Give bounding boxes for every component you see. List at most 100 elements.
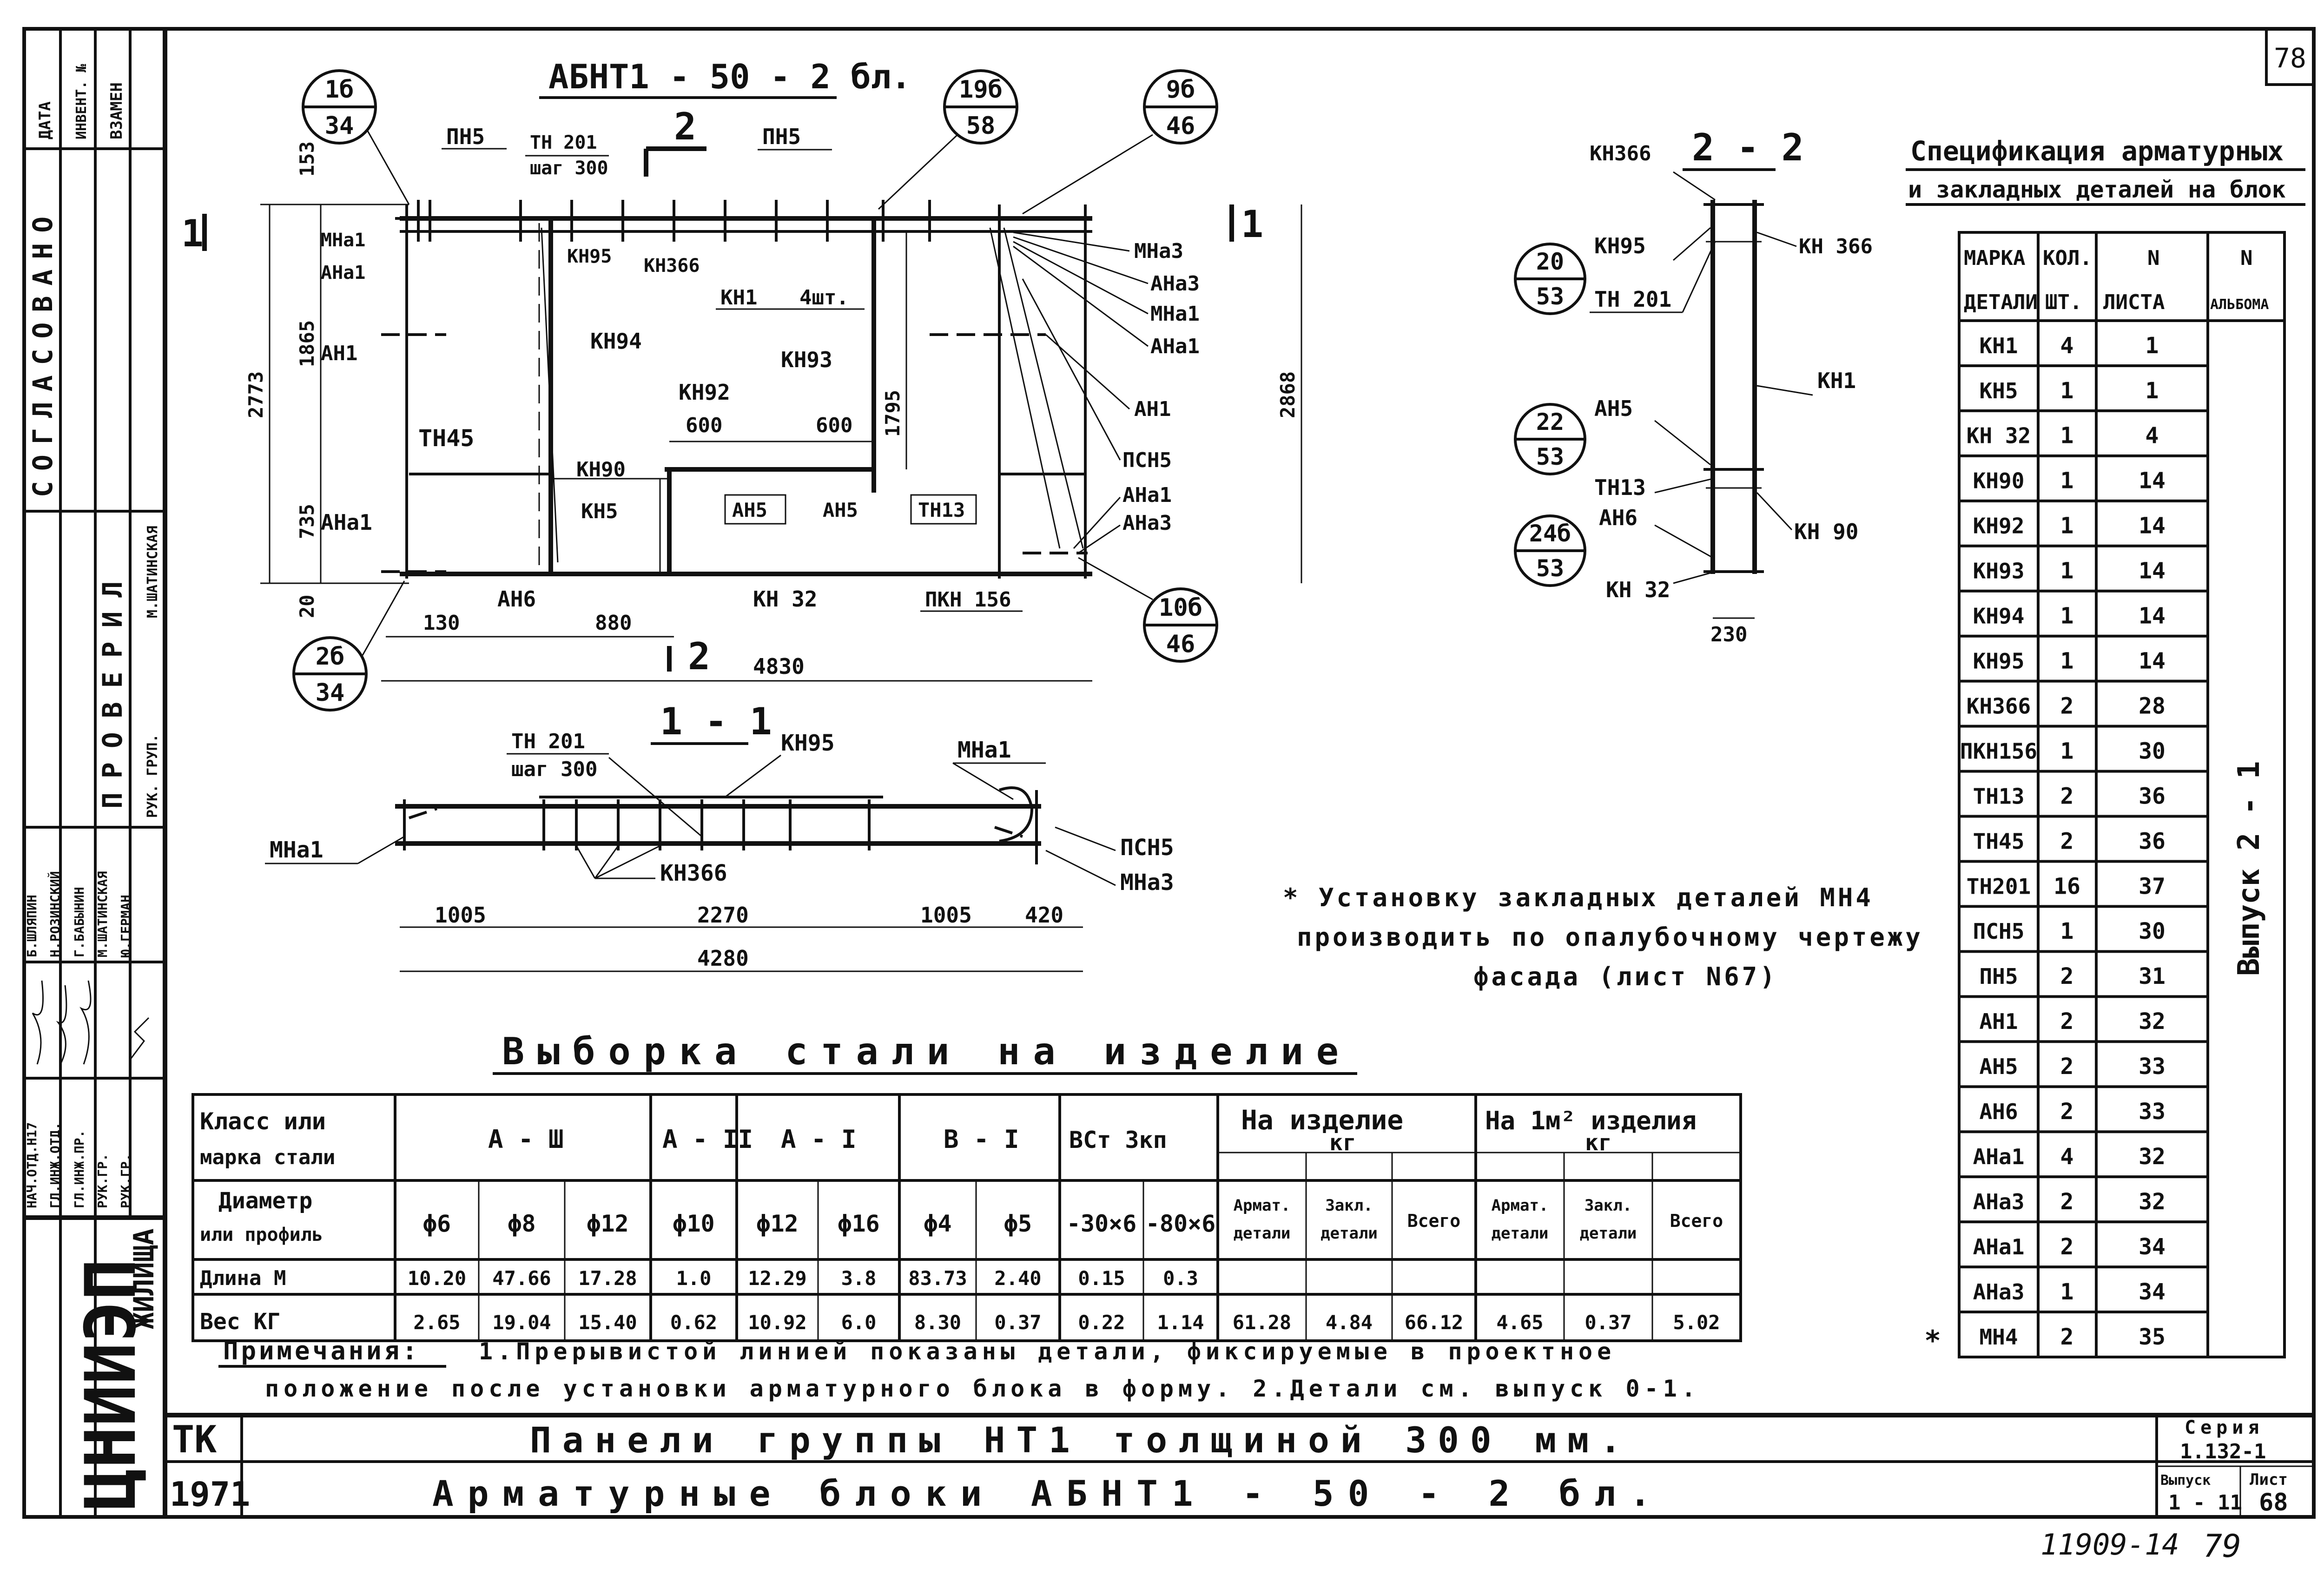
steel-sub-header: детали (1234, 1224, 1291, 1243)
lbl: ТН 201 (511, 730, 585, 753)
spec-cell-qty: 2 (2060, 693, 2074, 719)
spec-table: Спецификация арматурных и закладных дета… (1906, 135, 2305, 1358)
dim: 20 (296, 594, 318, 618)
lbl: ПСН5 (1120, 835, 1174, 861)
spec-cell-sheet: 30 (2139, 918, 2166, 944)
spec-cell-mark: КН1 (1979, 333, 2018, 358)
sheet-frame (22, 27, 2316, 1519)
svg-text:производить по опалубочному че: производить по опалубочному чертежу (1297, 923, 1923, 952)
svg-text:19б: 19б (959, 76, 1003, 104)
strip-soglasovano: СОГЛАСОВАНО (27, 206, 59, 497)
lbl: ТН13 (918, 499, 965, 521)
org-logo: ЦНИИЭП (71, 1259, 152, 1510)
steel-diam-cell: ϕ12 (756, 1210, 798, 1237)
lbl: МНа1 (321, 230, 365, 251)
svg-text:1.132-1: 1.132-1 (2180, 1440, 2266, 1463)
spec-cell-mark: ТН201 (1967, 874, 2031, 899)
lbl: шаг 300 (511, 758, 597, 781)
lbl: ТН 201 (530, 132, 597, 153)
spec-cell-sheet: 34 (2139, 1234, 2166, 1260)
spec-cell-mark: КН366 (1967, 693, 2031, 718)
section-2-2: 2 - 2 КН366 КН95 КН 366 ТН 201 КН1 АН5 Т… (1514, 126, 1873, 646)
lbl: ПСН5 (1122, 448, 1172, 472)
title-block: ТК 1971 Панели группы НТ1 толщиной 300 м… (165, 1413, 2314, 1517)
svg-text:положение после установки арма: положение после установки арматурного бл… (265, 1375, 1700, 1402)
lbl: МНа1 (270, 837, 324, 863)
dim: 1005 (920, 903, 972, 928)
section-1-1: 1 - 1 ТН 201 шаг 300 КН95 МНа1 МНа1 КН36… (265, 700, 1174, 972)
install-note: * Установку закладных деталей МН4 произв… (1283, 883, 1923, 991)
spec-cell-qty: 1 (2060, 558, 2074, 584)
signature-mark (129, 1017, 150, 1060)
spec-cell-qty: 2 (2060, 1234, 2074, 1260)
steel-wt-cell: 10.92 (748, 1311, 806, 1334)
spec-cell-qty: 1 (2060, 648, 2074, 674)
spec-cell-mark: ПН5 (1979, 964, 2018, 989)
steel-len-cell: 2.40 (994, 1267, 1041, 1290)
strip-name: Н.РОЗИНСКИЙ (47, 871, 63, 957)
lbl: КН93 (781, 347, 832, 372)
lbl: АН1 (321, 342, 357, 365)
svg-text:ШТ.: ШТ. (2045, 290, 2082, 314)
steel-len-cell: 0.15 (1078, 1267, 1125, 1290)
svg-text:А - II: А - II (662, 1125, 753, 1154)
steel-len-cell: 12.29 (748, 1267, 806, 1290)
lbl: ПКН 156 (925, 588, 1011, 612)
org-suffix: ЖИЛИЩА (128, 1228, 160, 1329)
dim: 1865 (296, 320, 318, 367)
signature-mark (79, 980, 92, 1065)
lbl: КН366 (1590, 142, 1651, 165)
steel-diam-cell: ϕ12 (587, 1210, 628, 1237)
svg-text:Диаметр: Диаметр (218, 1188, 312, 1214)
title-tk: ТК (172, 1418, 217, 1461)
spec-cell-qty: 2 (2060, 1324, 2074, 1350)
callout: 1б 34 (302, 69, 410, 205)
svg-text:* Установку закладных деталей: * Установку закладных деталей МН4 (1283, 883, 1874, 912)
cut-mark-bottom: 2 (688, 635, 710, 678)
lbl: АН1 (1134, 397, 1171, 421)
signature-mark (32, 980, 44, 1065)
lbl: АНа3 (1122, 511, 1172, 535)
spec-cell-sheet: 1 (2146, 333, 2159, 359)
svg-text:53: 53 (1536, 555, 1564, 582)
svg-text:кг: кг (1329, 1130, 1356, 1156)
steel-sub-header: Закл. (1325, 1196, 1373, 1215)
handwritten-page: 79 (2203, 1528, 2241, 1565)
strip-provereno: ПРОВЕРИЛ (97, 567, 128, 809)
steel-wt-cell: 15.40 (578, 1311, 637, 1334)
lbl: АНа1 (321, 510, 372, 535)
svg-text:Лист: Лист (2250, 1470, 2288, 1489)
svg-text:20: 20 (1536, 248, 1564, 275)
lbl: АНа3 (1150, 272, 1200, 296)
svg-text:Класс или: Класс или (200, 1108, 326, 1135)
lbl: КН92 (679, 380, 730, 405)
callout: 20 53 (1514, 243, 1586, 315)
lbl: ТН45 (418, 425, 474, 452)
spec-cell-mark: АНа1 (1973, 1144, 2025, 1169)
lbl: КН5 (581, 500, 618, 523)
main-drawing: АБНТ1 - 50 - 2 бл. (181, 57, 1302, 712)
svg-text:На 1м² изделия: На 1м² изделия (1485, 1106, 1697, 1135)
strip-role: ГЛ.ИНЖ.ОТД. (47, 1122, 63, 1208)
spec-cell-qty: 1 (2060, 378, 2074, 404)
corner-number-box (2265, 27, 2315, 86)
steel-sub-header: Всего (1407, 1211, 1460, 1231)
steel-table: Выборка стали на изделие Класс или марка… (191, 1030, 1742, 1342)
dim: 2773 (244, 371, 267, 418)
spec-cell-sheet: 30 (2139, 738, 2166, 764)
lbl: АН5 (823, 499, 858, 521)
steel-len-cell: 1.0 (676, 1267, 712, 1290)
callout: 24б 53 (1514, 514, 1586, 587)
svg-text:68: 68 (2259, 1489, 2288, 1516)
svg-text:А - I: А - I (781, 1125, 857, 1154)
steel-diam-cell: -30×6 (1067, 1210, 1137, 1237)
steel-sub-header: детали (1492, 1224, 1549, 1243)
svg-text:22: 22 (1536, 409, 1564, 435)
svg-text:N: N (2240, 246, 2253, 270)
main-title: АБНТ1 - 50 - 2 бл. (548, 57, 911, 96)
dim: 1005 (435, 903, 486, 928)
svg-text:46: 46 (1166, 112, 1195, 140)
spec-title-1: Спецификация арматурных (1910, 135, 2284, 167)
steel-sub-header: Армат. (1234, 1196, 1291, 1215)
steel-sub-header: детали (1320, 1224, 1378, 1243)
